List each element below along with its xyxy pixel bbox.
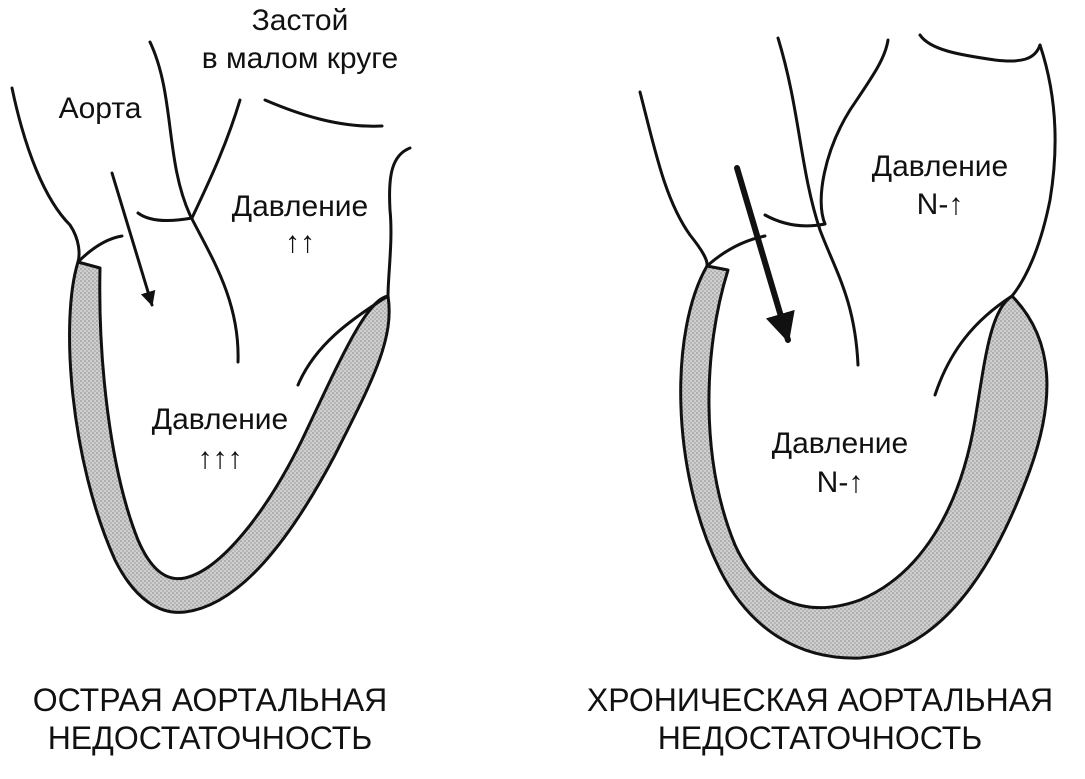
- chronic-ventricle-pressure-value: N-↑: [816, 466, 864, 499]
- acute-caption-line1: ОСТРАЯ АОРТАЛЬНАЯ: [32, 682, 388, 718]
- acute-ventricle-wall: [68, 260, 391, 614]
- chronic-heart: [638, 33, 1057, 660]
- chronic-regurgitation-arrow: [734, 165, 795, 343]
- chronic-caption-line2: НЕДОСТАТОЧНОСТЬ: [657, 720, 983, 756]
- acute-atrium-top: [263, 98, 384, 128]
- chronic-ventricle-pressure-label: Давление: [771, 427, 909, 460]
- chronic-atrium-right-wall: [1010, 43, 1057, 298]
- chronic-atrium-left-wall: [819, 38, 890, 226]
- acute-septum-curve: [136, 211, 194, 223]
- acute-congestion-label-line1: Застой: [251, 4, 349, 37]
- chronic-atrium-pressure-label: Давление: [871, 150, 1009, 183]
- acute-aorta-right-wall: [148, 40, 240, 364]
- chronic-mitral-leaflet: [933, 294, 1014, 397]
- acute-atrium-pressure-arrows: ↑↑: [285, 226, 315, 259]
- acute-caption-line2: НЕДОСТАТОЧНОСТЬ: [47, 720, 373, 756]
- chronic-septum-curve: [763, 213, 827, 228]
- acute-mitral-leaflet: [296, 294, 390, 387]
- acute-ventricle-pressure-label: Давление: [151, 403, 289, 436]
- chronic-ventricle-wall: [679, 264, 1049, 660]
- acute-aorta-left-wall: [10, 86, 81, 264]
- acute-aorta-valve-curve: [76, 234, 124, 264]
- acute-pulmonary-vein: [190, 98, 242, 220]
- acute-heart: [10, 40, 412, 614]
- acute-aorta-label: Аорта: [58, 92, 142, 125]
- chronic-atrium-pressure-value: N-↑: [916, 188, 964, 221]
- acute-congestion-label-line2: в малом круге: [201, 42, 399, 75]
- acute-ventricle-pressure-arrows: ↑↑↑: [197, 442, 243, 475]
- acute-regurgitation-arrow: [110, 171, 156, 307]
- chronic-atrium-top: [918, 33, 1042, 63]
- chronic-aorta-left-wall: [638, 90, 709, 268]
- acute-atrium-pressure-label: Давление: [231, 190, 369, 223]
- chronic-caption-line1: ХРОНИЧЕСКАЯ АОРТАЛЬНАЯ: [586, 682, 1054, 718]
- acute-atrium-right-wall: [386, 146, 412, 298]
